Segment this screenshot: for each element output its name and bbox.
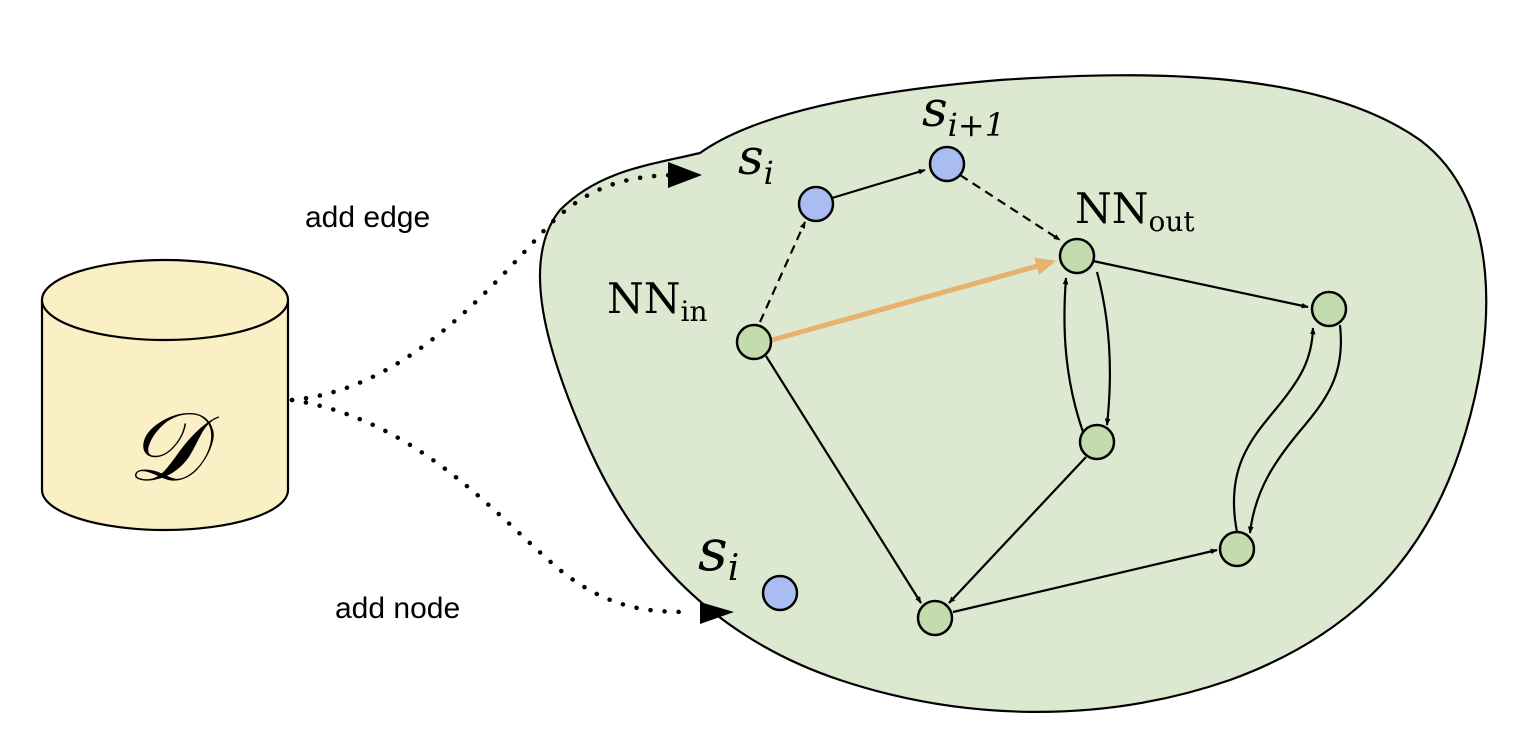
node-nn-out (1058, 237, 1096, 275)
add-node-label: add node (335, 592, 460, 625)
database-cylinder (40, 258, 290, 532)
graph-edges (758, 168, 1342, 614)
edge-nnin-to-si (758, 221, 807, 323)
edge-right-to-lowright (1247, 324, 1342, 534)
label-nn-in: NNin (607, 274, 708, 328)
edge-si-to-si1 (831, 168, 926, 200)
edge-nnout-to-mid (1095, 271, 1112, 426)
edge-mid-to-bottom (948, 456, 1087, 604)
label-si-bottom: si (698, 516, 739, 589)
edge-nnin-to-nnout-highlight (771, 257, 1056, 343)
edge-bottom-to-lowright (952, 548, 1218, 614)
edge-lowright-to-right (1232, 327, 1316, 533)
node-lower-right (1218, 530, 1256, 568)
node-si-top (797, 185, 835, 223)
label-si-plus-1: si+1 (922, 80, 1005, 144)
label-nn-out: NNout (1075, 184, 1195, 238)
node-nn-in (735, 323, 773, 361)
graph-nodes (735, 145, 1348, 637)
add-edge-curve (289, 172, 683, 403)
node-bottom (916, 599, 954, 637)
add-node-curve (289, 397, 693, 615)
add-node-arrowhead (700, 602, 734, 624)
edge-si1-to-nnout (959, 174, 1061, 241)
node-si-plus-1 (928, 145, 966, 183)
edge-mid-to-nnout (1062, 277, 1085, 433)
node-right (1310, 290, 1348, 328)
node-si-bottom (761, 574, 799, 612)
node-mid (1078, 423, 1116, 461)
add-edge-arrowhead (668, 162, 702, 188)
edge-nnin-to-bottom (765, 355, 922, 604)
edge-nnout-to-right (1092, 259, 1309, 309)
add-edge-label: add edge (305, 201, 430, 234)
label-si-top: si (738, 128, 774, 192)
